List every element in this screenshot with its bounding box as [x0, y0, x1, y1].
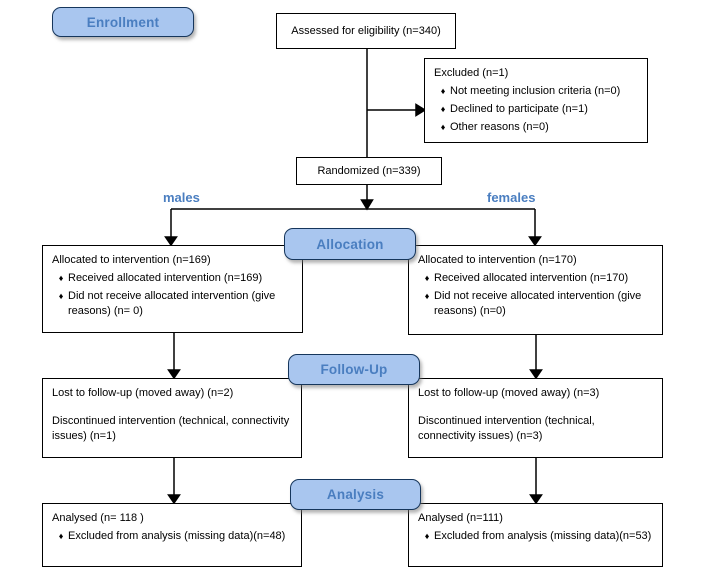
excluded-title: Excluded (n=1) — [434, 67, 509, 79]
box-allocation-males: Allocated to intervention (n=169) ♦ Rece… — [42, 245, 303, 333]
stage-badge-analysis: Analysis — [290, 479, 421, 510]
followup-left-para2: Discontinued intervention (technical, co… — [52, 414, 290, 442]
bullet-diamond-icon: ♦ — [424, 290, 430, 301]
allocation-left-bullet-1-text: Received allocated intervention (n=169) — [68, 271, 263, 284]
excluded-bullet-3: ♦ Other reasons (n=0) — [436, 120, 639, 135]
arrowhead-an-right — [529, 494, 543, 505]
allocation-left-title: Allocated to intervention (n=169) — [52, 254, 211, 266]
stage-badge-followup: Follow-Up — [288, 354, 420, 385]
allocation-right-bullet-1-text: Received allocated intervention (n=170) — [434, 271, 629, 284]
analysis-left-title: Analysed (n= 118 ) — [52, 512, 144, 524]
allocation-right-title: Allocated to intervention (n=170) — [418, 254, 577, 266]
box-analysis-females: Analysed (n=111) ♦ Excluded from analysi… — [408, 503, 663, 567]
bullet-diamond-icon: ♦ — [58, 272, 64, 283]
bullet-diamond-icon: ♦ — [424, 272, 430, 283]
arrowhead-fu-left — [167, 369, 181, 380]
stage-badge-enrollment: Enrollment — [52, 7, 194, 37]
box-randomized: Randomized (n=339) — [296, 157, 442, 185]
excluded-bullet-2: ♦ Declined to participate (n=1) — [436, 102, 639, 117]
allocation-left-bullet-2-text: Did not receive allocated intervention (… — [68, 289, 276, 317]
allocation-right-bullet-2: ♦ Did not receive allocated intervention… — [420, 289, 654, 319]
excluded-bullet-1: ♦ Not meeting inclusion criteria (n=0) — [436, 84, 639, 99]
arrowhead-alloc-right — [528, 236, 542, 247]
bullet-diamond-icon: ♦ — [424, 530, 430, 541]
branch-label-females: females — [487, 190, 536, 205]
stage-badge-allocation: Allocation — [284, 228, 416, 260]
excluded-bullet-2-text: Declined to participate (n=1) — [450, 102, 588, 115]
analysis-left-bullet-1: ♦ Excluded from analysis (missing data)(… — [54, 529, 293, 544]
randomized-text: Randomized (n=339) — [317, 164, 421, 177]
arrowhead-an-left — [167, 494, 181, 505]
box-followup-males: Lost to follow-up (moved away) (n=2) Dis… — [42, 378, 302, 458]
assessed-text: Assessed for eligibility (n=340) — [291, 24, 441, 37]
arrowhead-excluded — [415, 103, 427, 117]
bullet-diamond-icon: ♦ — [440, 85, 446, 96]
excluded-bullet-3-text: Other reasons (n=0) — [450, 120, 549, 133]
arrowhead-alloc-left — [164, 236, 178, 247]
excluded-bullet-1-text: Not meeting inclusion criteria (n=0) — [450, 84, 621, 97]
allocation-left-bullet-1: ♦ Received allocated intervention (n=169… — [54, 271, 294, 286]
followup-right-para2: Discontinued intervention (technical, co… — [418, 414, 595, 442]
box-allocation-females: Allocated to intervention (n=170) ♦ Rece… — [408, 245, 663, 335]
analysis-left-bullet-1-text: Excluded from analysis (missing data)(n=… — [68, 529, 286, 542]
analysis-right-bullet-1-text: Excluded from analysis (missing data)(n=… — [434, 529, 652, 542]
branch-label-males: males — [163, 190, 200, 205]
allocation-right-bullet-1: ♦ Received allocated intervention (n=170… — [420, 271, 654, 286]
arrowhead-split — [360, 199, 374, 211]
box-followup-females: Lost to follow-up (moved away) (n=3) Dis… — [408, 378, 663, 458]
analysis-right-title: Analysed (n=111) — [418, 512, 503, 524]
bullet-diamond-icon: ♦ — [440, 121, 446, 132]
analysis-right-bullet-1: ♦ Excluded from analysis (missing data)(… — [420, 529, 654, 544]
followup-left-para1: Lost to follow-up (moved away) (n=2) — [52, 387, 234, 399]
allocation-right-bullet-2-text: Did not receive allocated intervention (… — [434, 289, 642, 317]
followup-right-para1: Lost to follow-up (moved away) (n=3) — [418, 387, 600, 399]
allocation-left-bullet-2: ♦ Did not receive allocated intervention… — [54, 289, 294, 319]
box-analysis-males: Analysed (n= 118 ) ♦ Excluded from analy… — [42, 503, 302, 567]
box-assessed-eligibility: Assessed for eligibility (n=340) — [276, 13, 456, 49]
arrowhead-fu-right — [529, 369, 543, 380]
bullet-diamond-icon: ♦ — [58, 290, 64, 301]
bullet-diamond-icon: ♦ — [440, 103, 446, 114]
bullet-diamond-icon: ♦ — [58, 530, 64, 541]
box-excluded: Excluded (n=1) ♦ Not meeting inclusion c… — [424, 58, 648, 143]
